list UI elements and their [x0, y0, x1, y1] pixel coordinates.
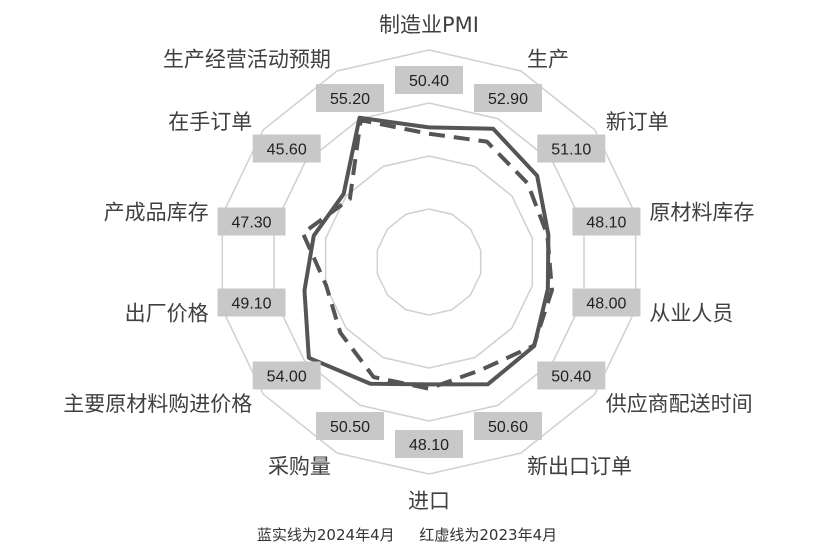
category-label: 新订单 [606, 110, 669, 134]
data-label: 55.20 [330, 91, 370, 108]
data-label: 52.90 [488, 91, 528, 108]
category-label: 供应商配送时间 [606, 392, 753, 416]
data-label-box [473, 84, 542, 113]
data-label-box [395, 430, 463, 458]
data-label: 50.40 [551, 368, 591, 385]
category-label: 制造业PMI [379, 13, 479, 37]
grid-ring [221, 49, 637, 475]
category-label: 采购量 [268, 455, 331, 479]
category-label: 产成品库存 [104, 201, 209, 225]
data-label: 48.10 [409, 437, 449, 454]
data-label-box [252, 361, 321, 390]
data-label-box [572, 207, 641, 236]
category-label: 新出口订单 [527, 455, 632, 479]
category-label: 原材料库存 [649, 201, 754, 225]
data-label-box [395, 66, 463, 94]
grid-ring [376, 208, 482, 316]
data-label-box [572, 288, 641, 317]
data-label-box [217, 288, 286, 317]
category-label: 从业人员 [649, 301, 733, 325]
data-label: 51.10 [551, 142, 591, 159]
category-label: 主要原材料购进价格 [63, 392, 252, 416]
category-label: 进口 [408, 489, 450, 513]
data-label: 47.30 [232, 215, 272, 232]
legend-solid: 蓝实线为2024年4月 [256, 526, 395, 544]
grid-ring [324, 155, 534, 369]
data-label-box [316, 84, 385, 113]
series-line-dashed [300, 118, 554, 391]
legend-dashed: 红虚线为2023年4月 [419, 526, 558, 544]
data-label-box [252, 134, 321, 163]
category-label: 生产 [527, 47, 569, 71]
data-label: 45.60 [267, 142, 307, 159]
data-label: 48.10 [586, 215, 626, 232]
data-label: 54.00 [267, 368, 307, 385]
category-label: 出厂价格 [125, 301, 209, 325]
series-line-solid [302, 115, 551, 387]
data-label-box [473, 411, 542, 440]
data-label-box [537, 134, 606, 163]
data-label-box [537, 361, 606, 390]
data-label: 50.40 [409, 73, 449, 90]
data-label-box [217, 207, 286, 236]
data-label: 50.50 [330, 419, 370, 436]
data-label: 49.10 [232, 295, 272, 312]
data-label: 48.00 [586, 295, 626, 312]
category-label: 在手订单 [168, 110, 252, 134]
data-label-box [316, 411, 385, 440]
data-label: 50.60 [488, 419, 528, 436]
grid-ring [273, 102, 585, 422]
category-label: 生产经营活动预期 [163, 47, 331, 71]
legend: 蓝实线为2024年4月 红虚线为2023年4月 [0, 524, 814, 545]
